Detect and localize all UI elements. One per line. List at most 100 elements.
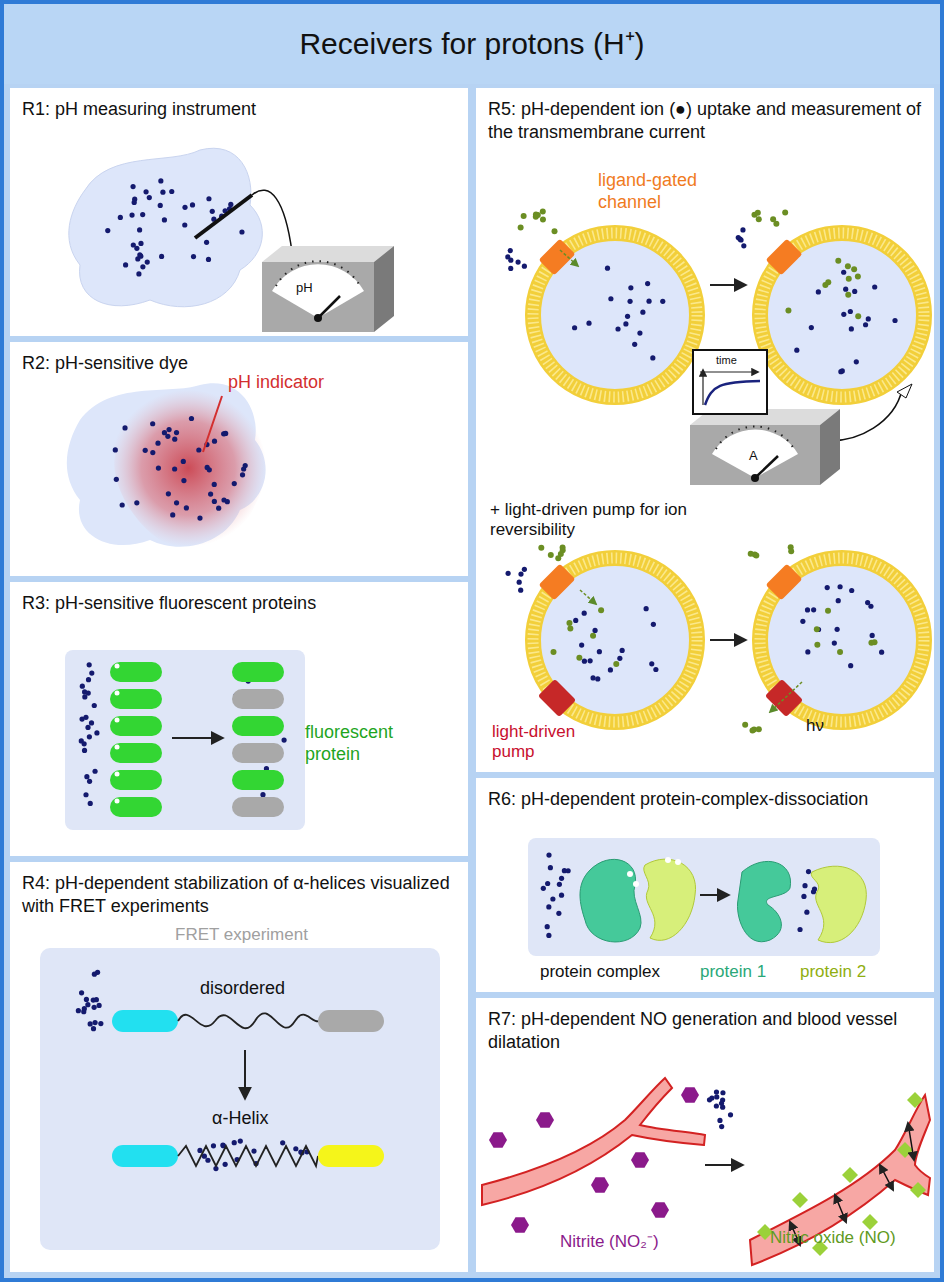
illustration-part: [835, 627, 840, 632]
illustration-part: [243, 463, 248, 468]
illustration-part: [110, 662, 284, 817]
label: fluorescent protein: [305, 722, 415, 765]
label: α-Helix: [212, 1108, 268, 1130]
illustration-part: [617, 656, 622, 661]
illustration-part: [582, 611, 587, 616]
panel-heading-box: R5: pH-dependent ion (●) uptake and meas…: [488, 98, 922, 145]
illustration-part: [765, 679, 803, 717]
illustration-part: [476, 778, 934, 992]
panel-heading-box: R3: pH-sensitive fluorescent proteins: [22, 592, 456, 615]
illustration-part: [314, 314, 322, 322]
illustration-part: [150, 421, 155, 426]
illustration-part: [508, 248, 513, 253]
title-band: Receivers for protons (H⁺): [0, 0, 944, 84]
illustration-part: [582, 659, 587, 664]
illustration-part: [82, 1006, 87, 1011]
illustration-part: [631, 1152, 649, 1168]
illustration-part: [620, 648, 625, 653]
illustration-part: [845, 292, 851, 298]
illustration-part: [489, 1132, 507, 1148]
illustration-part: [546, 933, 551, 938]
illustration-part: [172, 437, 177, 442]
illustration-part: [110, 662, 162, 682]
illustration-part: [207, 467, 212, 472]
illustration-part: [835, 1195, 846, 1222]
illustration-part: [181, 478, 186, 483]
label: + light-driven pump for ion reversibilit…: [490, 500, 760, 541]
illustration-part: [806, 869, 811, 874]
illustration-part: [281, 737, 286, 742]
illustration-part: [92, 1005, 97, 1010]
illustration-part: [223, 1162, 228, 1167]
illustration-part: [114, 477, 119, 482]
illustration-part: [206, 257, 211, 262]
illustration-part: [801, 894, 806, 899]
illustration-part: [613, 661, 619, 667]
illustration-part: [147, 195, 152, 200]
illustration-part: [130, 184, 135, 189]
illustration-part: [897, 384, 912, 398]
illustration-part: [650, 355, 655, 360]
label: pH indicator: [228, 372, 324, 394]
illustration-part: [211, 1143, 216, 1148]
illustration-part: [88, 1021, 93, 1026]
illustration-part: [709, 1095, 714, 1100]
illustration-part: [10, 582, 468, 856]
illustration-part: [633, 881, 639, 887]
illustration-part: [548, 865, 553, 870]
illustration-part: [105, 228, 110, 233]
illustration-part: [845, 263, 851, 269]
illustration-part: [846, 276, 852, 282]
illustration-part: [210, 209, 215, 214]
illustration-part: [170, 512, 175, 517]
illustration-part: [712, 430, 798, 478]
illustration-part: [707, 1089, 733, 1129]
illustration-part: [155, 441, 160, 446]
label: disordered: [200, 978, 285, 1000]
illustration-part: [541, 886, 546, 891]
illustration-part: [225, 499, 230, 504]
illustration-part: [174, 500, 179, 505]
illustration-part: [318, 296, 340, 318]
illustration-part: [586, 321, 591, 326]
illustration-part: [91, 997, 96, 1002]
illustration-part: [137, 227, 142, 232]
illustration-part: [742, 722, 748, 728]
illustration-part: [627, 299, 632, 304]
illustration-part: [849, 588, 854, 593]
illustration-part: [533, 211, 539, 217]
illustration-part: [716, 426, 794, 449]
illustration-part: [76, 970, 310, 1171]
illustration-part: [482, 1078, 705, 1205]
illustration-part: [811, 889, 816, 894]
illustration-part: [910, 1182, 926, 1198]
illustration-part: [700, 894, 728, 896]
illustration-part: [608, 296, 613, 301]
illustration-part: [143, 189, 148, 194]
illustration-part: [276, 261, 360, 286]
illustration-part: [644, 859, 696, 940]
illustration-part: [135, 256, 140, 261]
label: A: [749, 448, 758, 464]
illustration-part: [855, 313, 861, 319]
panel-heading: R3: pH-sensitive fluorescent proteins: [22, 592, 456, 615]
illustration-part: [849, 326, 854, 331]
illustration-part: [640, 310, 645, 315]
illustration-part: [567, 626, 573, 632]
illustration-part: [528, 838, 880, 956]
illustration-part: [196, 447, 201, 452]
illustration-part: [122, 425, 127, 430]
illustration-part: [318, 1145, 384, 1167]
illustration-part: [232, 481, 237, 486]
illustration-part: [559, 876, 564, 881]
illustration-part: [760, 558, 924, 722]
illustration-part: [717, 1118, 722, 1123]
r4-illustration: [40, 948, 440, 1250]
illustration-part: [649, 661, 654, 666]
illustration-part: [228, 202, 233, 207]
illustration-part: [591, 1177, 609, 1193]
illustration-part: [748, 551, 754, 557]
illustration-part: [646, 299, 651, 304]
illustration-part: [766, 239, 803, 276]
illustration-part: [814, 626, 820, 632]
